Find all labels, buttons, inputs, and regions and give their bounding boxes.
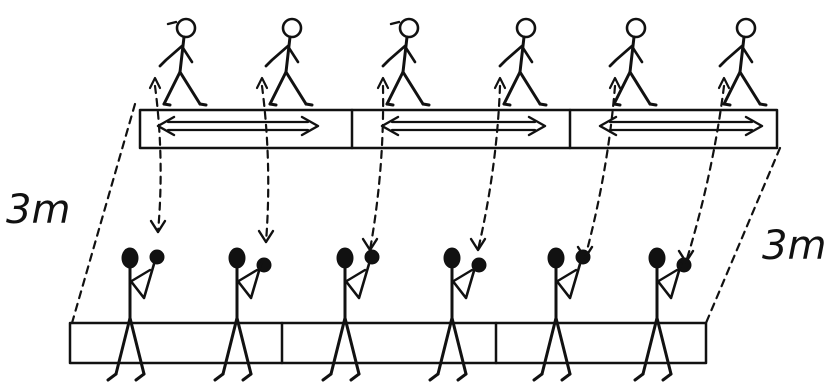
catcher-head bbox=[229, 248, 245, 268]
walker-head bbox=[737, 19, 755, 37]
walker-figure bbox=[610, 19, 656, 105]
dashed-pass-arrow-icon bbox=[679, 78, 729, 262]
walker-figure bbox=[720, 19, 766, 105]
pass-arrows bbox=[150, 78, 729, 262]
double-arrow-left-right-icon bbox=[158, 117, 318, 135]
walker-head bbox=[517, 19, 535, 37]
catcher-figure bbox=[534, 248, 590, 380]
right-distance-label: 3m bbox=[762, 226, 825, 266]
catcher-figure bbox=[323, 248, 379, 380]
catcher-head bbox=[122, 248, 138, 268]
walker-figure bbox=[160, 19, 206, 105]
lower-beam bbox=[70, 323, 706, 363]
walker-figure bbox=[383, 19, 429, 105]
walker-head bbox=[400, 19, 418, 37]
catcher-figure bbox=[635, 248, 691, 380]
ball bbox=[365, 250, 379, 264]
dashed-pass-arrow-icon bbox=[471, 78, 505, 250]
catcher-figure bbox=[215, 248, 271, 380]
catcher-figure bbox=[108, 248, 164, 380]
walker-head bbox=[283, 19, 301, 37]
double-arrow-left-right-icon bbox=[600, 117, 762, 135]
dashed-pass-arrow-icon bbox=[578, 78, 620, 258]
left-distance-label: 3m bbox=[6, 190, 70, 230]
catcher-head bbox=[337, 248, 353, 268]
lower-beam-outline bbox=[70, 323, 706, 363]
walker-head bbox=[177, 19, 195, 37]
walker-figure bbox=[500, 19, 546, 105]
catcher-head bbox=[649, 248, 665, 268]
dashed-pass-arrow-icon bbox=[363, 78, 388, 250]
walker-figure bbox=[266, 19, 312, 105]
upper-beam bbox=[140, 110, 777, 148]
catchers bbox=[108, 248, 691, 380]
catcher-figure bbox=[430, 248, 486, 380]
double-arrow-left-right-icon bbox=[382, 117, 545, 135]
dashed-pass-arrow-icon bbox=[150, 78, 165, 232]
walker-head bbox=[627, 19, 645, 37]
catcher-head bbox=[444, 248, 460, 268]
catcher-head bbox=[548, 248, 564, 268]
walkers bbox=[160, 19, 766, 105]
ball bbox=[150, 250, 164, 264]
